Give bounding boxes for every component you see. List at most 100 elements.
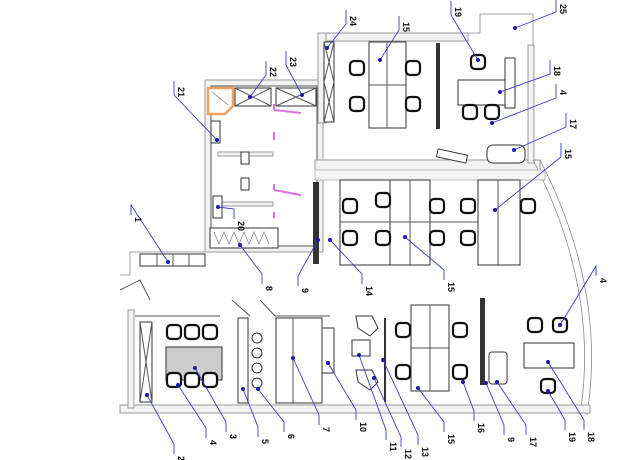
leader-line — [462, 381, 475, 421]
chair-icon — [201, 371, 219, 389]
arrow-head — [476, 58, 480, 62]
workstations-lower — [139, 298, 575, 404]
leader-line — [194, 367, 227, 432]
callout-2: 2 — [145, 393, 186, 460]
chair-icon — [165, 323, 183, 341]
callout-12: 12 — [372, 376, 413, 459]
arrow-head — [558, 323, 562, 327]
chair-icon — [428, 197, 446, 215]
leader-line — [239, 244, 263, 284]
callout-number: 20 — [236, 221, 246, 231]
callout-number: 18 — [552, 66, 562, 76]
chair-icon — [183, 371, 201, 389]
callout-9: 9 — [484, 381, 516, 442]
callout-4: 4 — [490, 84, 568, 125]
callout-11: 11 — [357, 353, 398, 452]
walls — [119, 13, 592, 416]
arrow-head — [328, 238, 332, 242]
callout-1: 1 — [130, 203, 170, 264]
chair-icon — [183, 323, 201, 341]
callout-25: 25 — [513, 0, 568, 30]
arrow-head — [484, 381, 488, 385]
chair-icon — [348, 95, 366, 113]
arrow-head — [513, 26, 517, 30]
arrow-head — [145, 393, 149, 397]
chair-icon — [201, 323, 219, 341]
chair-icon — [526, 316, 544, 334]
callout-13: 13 — [381, 358, 430, 457]
arrow-head — [326, 361, 330, 365]
callout-number: 21 — [176, 87, 186, 97]
callout-19: 19 — [546, 389, 577, 442]
leader-line — [292, 357, 320, 425]
leader-line — [297, 239, 319, 286]
arrow-head — [291, 356, 295, 360]
arrow-head — [490, 121, 494, 125]
chair-icon — [374, 191, 392, 209]
chair-icon — [404, 59, 422, 77]
callout-number: 25 — [558, 4, 568, 14]
callout-number: 23 — [288, 57, 298, 67]
leader-line — [146, 394, 175, 454]
leader-line — [173, 81, 218, 141]
callout-number: 11 — [388, 442, 398, 452]
arrow-head — [416, 386, 420, 390]
leader-line — [217, 206, 235, 219]
leader-line — [177, 384, 207, 438]
callout-8: 8 — [238, 243, 274, 291]
leader-line — [547, 390, 566, 430]
arrow-head — [216, 205, 220, 209]
arrow-head — [493, 208, 497, 212]
chair-icon — [459, 229, 477, 247]
callout-24: 24 — [325, 10, 358, 50]
leader-line — [249, 61, 267, 98]
cabinet — [323, 41, 335, 123]
leader-line — [257, 388, 285, 432]
arrow-head — [238, 243, 242, 247]
arrow-head — [495, 380, 499, 384]
callout-15: 15 — [378, 16, 411, 62]
chair-icon — [451, 321, 469, 339]
chair-icon — [483, 103, 501, 121]
callout-number: 12 — [403, 449, 413, 459]
leader-line — [329, 239, 363, 284]
callout-number: 16 — [476, 423, 486, 433]
leader-line — [404, 236, 445, 280]
callout-15: 15 — [493, 143, 573, 212]
callout-number: 7 — [321, 427, 331, 432]
arrow-head — [248, 95, 252, 99]
leader-line — [559, 264, 597, 326]
callout-9: 9 — [297, 238, 320, 293]
callout-15: 15 — [403, 235, 456, 292]
arrow-head — [215, 138, 219, 142]
callout-number: 4 — [208, 440, 218, 445]
callout-number: 17 — [528, 437, 538, 447]
callout-3: 3 — [193, 366, 238, 439]
arrow-head — [546, 360, 550, 364]
callout-number: 2 — [176, 456, 186, 460]
callout-number: 1 — [133, 217, 143, 222]
arrow-head — [498, 90, 502, 94]
callout-5: 5 — [241, 387, 270, 444]
callout-number: 24 — [348, 16, 358, 26]
arrow-head — [300, 93, 304, 97]
leader-line — [450, 1, 479, 61]
callout-number: 15 — [563, 149, 573, 159]
leader-line — [373, 377, 402, 447]
callout-number: 17 — [568, 119, 578, 129]
callout-20: 20 — [216, 205, 246, 231]
callout-number: 4 — [598, 278, 608, 283]
arrow-head — [372, 376, 376, 380]
chair-icon — [394, 321, 412, 339]
chair-icon — [394, 363, 412, 381]
callout-number: 15 — [401, 22, 411, 32]
callout-number: 8 — [264, 286, 274, 291]
callout-23: 23 — [285, 51, 304, 97]
callout-number: 19 — [453, 7, 463, 17]
leader-line — [499, 60, 551, 93]
arrow-head — [461, 380, 465, 384]
callout-number: 5 — [260, 439, 270, 444]
leader-line — [496, 381, 527, 435]
